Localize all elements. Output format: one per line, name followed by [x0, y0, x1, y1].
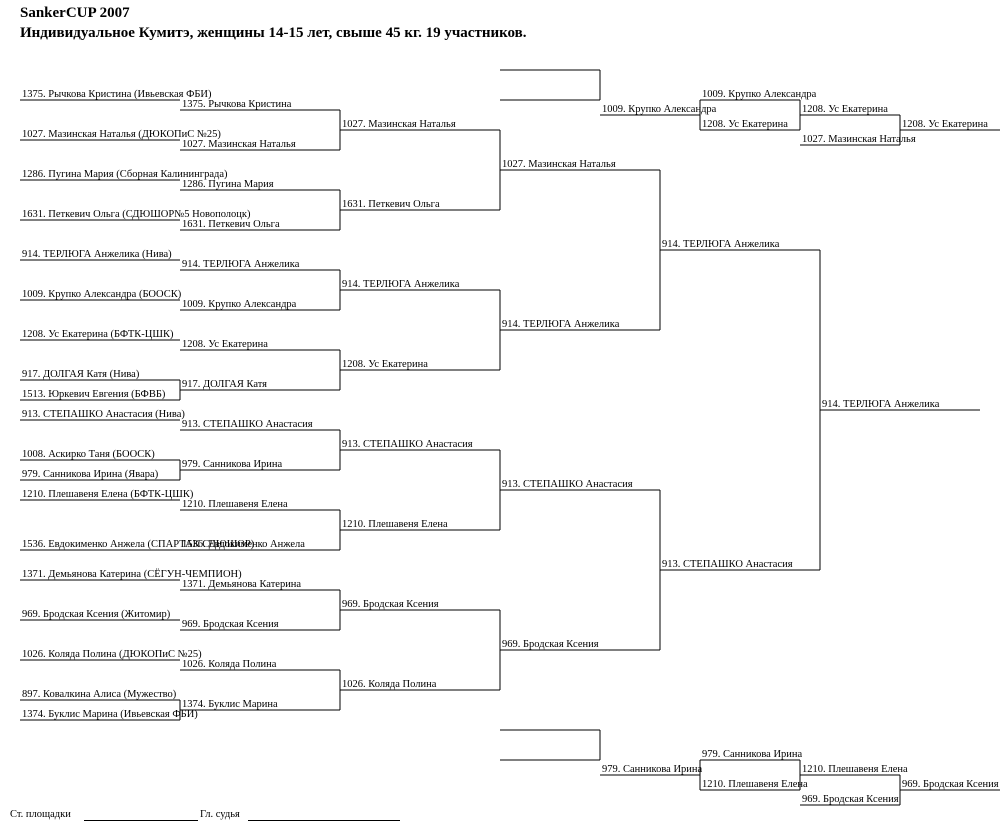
repechage-bottom-label: 1210. Плешавеня Елена [802, 764, 908, 775]
round1-label: 1009. Крупко Александра [182, 299, 297, 310]
participant-label: 1210. Плешавеня Елена (БФТК-ЦШК) [22, 489, 194, 500]
round1-label: 979. Санникова Ирина [182, 459, 283, 470]
footer-area-line [84, 820, 198, 821]
repechage-top-label: 1009. Крупко Александра [702, 89, 817, 100]
round2-label: 1026. Коляда Полина [342, 679, 437, 690]
round4-label: 914. ТЕРЛЮГА Анжелика [662, 239, 780, 250]
participant-label: 897. Ковалкина Алиса (Мужество) [22, 689, 177, 700]
round2-label: 913. СТЕПАШКО Анастасия [342, 439, 473, 450]
round2-label: 1631. Петкевич Ольга [342, 199, 440, 210]
participant-label: 1371. Демьянова Катерина (СЁГУН-ЧЕМПИОН) [22, 569, 242, 580]
participant-label: 1026. Коляда Полина (ДЮКОПиС №25) [22, 649, 202, 660]
round1-label: 1371. Демьянова Катерина [182, 579, 302, 590]
repechage-bottom-label: 979. Санникова Ирина [702, 749, 803, 760]
participant-label: 1375. Рычкова Кристина (Ивьевская ФБИ) [22, 89, 212, 100]
participant-label: 1374. Буклис Марина (Ивьевская ФБИ) [22, 709, 198, 720]
round2-label: 1027. Мазинская Наталья [342, 119, 456, 130]
repechage-bottom-winner-label: 969. Бродская Ксения [902, 779, 999, 790]
round1-label: 1375. Рычкова Кристина [182, 99, 292, 110]
participant-label: 1286. Пугина Мария (Сборная Калининграда… [22, 169, 228, 180]
repechage-top-label: 1009. Крупко Александра [602, 104, 717, 115]
participant-label: 969. Бродская Ксения (Житомир) [22, 609, 171, 620]
footer-judge-line [248, 820, 400, 821]
round1-label: 1374. Буклис Марина [182, 699, 278, 710]
round1-label: 969. Бродская Ксения [182, 619, 279, 630]
participant-label: 1009. Крупко Александра (БООСК) [22, 289, 182, 300]
round2-label: 969. Бродская Ксения [342, 599, 439, 610]
repechage-bottom-label: 979. Санникова Ирина [602, 764, 703, 775]
page-title: SankerCUP 2007 [20, 5, 130, 21]
round1-label: 1210. Плешавеня Елена [182, 499, 288, 510]
round3-label: 913. СТЕПАШКО Анастасия [502, 479, 633, 490]
participant-label: 1008. Аскирко Таня (БООСК) [22, 449, 155, 460]
round1-label: 1208. Ус Екатерина [182, 339, 268, 350]
round1-label: 917. ДОЛГАЯ Катя [182, 379, 268, 390]
page-subtitle: Индивидуальное Кумитэ, женщины 14-15 лет… [20, 25, 527, 41]
repechage-top-label: 1208. Ус Екатерина [802, 104, 888, 115]
participant-label: 1513. Юркевич Евгения (БФВБ) [22, 389, 166, 400]
round2-label: 1208. Ус Екатерина [342, 359, 428, 370]
participant-label: 1208. Ус Екатерина (БФТК-ЦШК) [22, 329, 174, 340]
participant-label: 979. Санникова Ирина (Явара) [22, 469, 159, 480]
round2-label: 1210. Плешавеня Елена [342, 519, 448, 530]
participant-label: 1536. Евдокименко Анжела (СПАРТАК СДЮШОР… [22, 539, 255, 550]
round4-label: 913. СТЕПАШКО Анастасия [662, 559, 793, 570]
repechage-top-winner-label: 1208. Ус Екатерина [902, 119, 988, 130]
participant-label: 914. ТЕРЛЮГА Анжелика (Нива) [22, 249, 172, 260]
round1-label: 1026. Коляда Полина [182, 659, 277, 670]
round1-label: 913. СТЕПАШКО Анастасия [182, 419, 313, 430]
round3-label: 969. Бродская Ксения [502, 639, 599, 650]
round3-label: 914. ТЕРЛЮГА Анжелика [502, 319, 620, 330]
round1-label: 1631. Петкевич Ольга [182, 219, 280, 230]
round2-label: 914. ТЕРЛЮГА Анжелика [342, 279, 460, 290]
repechage-top-label: 1208. Ус Екатерина [702, 119, 788, 130]
round1-label: 1286. Пугина Мария [182, 179, 274, 190]
participant-label: 1027. Мазинская Наталья (ДЮКОПиС №25) [22, 129, 221, 140]
repechage-bottom-label: 1210. Плешавеня Елена [702, 779, 808, 790]
participant-label: 917. ДОЛГАЯ Катя (Нива) [22, 369, 140, 380]
repechage-bottom-label: 969. Бродская Ксения [802, 794, 899, 805]
repechage-top-label: 1027. Мазинская Наталья [802, 134, 916, 145]
final-winner-label: 914. ТЕРЛЮГА Анжелика [822, 399, 940, 410]
round1-label: 1027. Мазинская Наталья [182, 139, 296, 150]
footer-judge-label: Гл. судья [200, 809, 240, 820]
participant-label: 1631. Петкевич Ольга (СДЮШОР№5 Новополоц… [22, 209, 251, 220]
round3-label: 1027. Мазинская Наталья [502, 159, 616, 170]
footer-area-label: Ст. площадки [10, 809, 71, 820]
round1-label: 1536. Евдокименко Анжела [182, 539, 305, 550]
round1-label: 914. ТЕРЛЮГА Анжелика [182, 259, 300, 270]
participant-label: 913. СТЕПАШКО Анастасия (Нива) [22, 409, 185, 420]
